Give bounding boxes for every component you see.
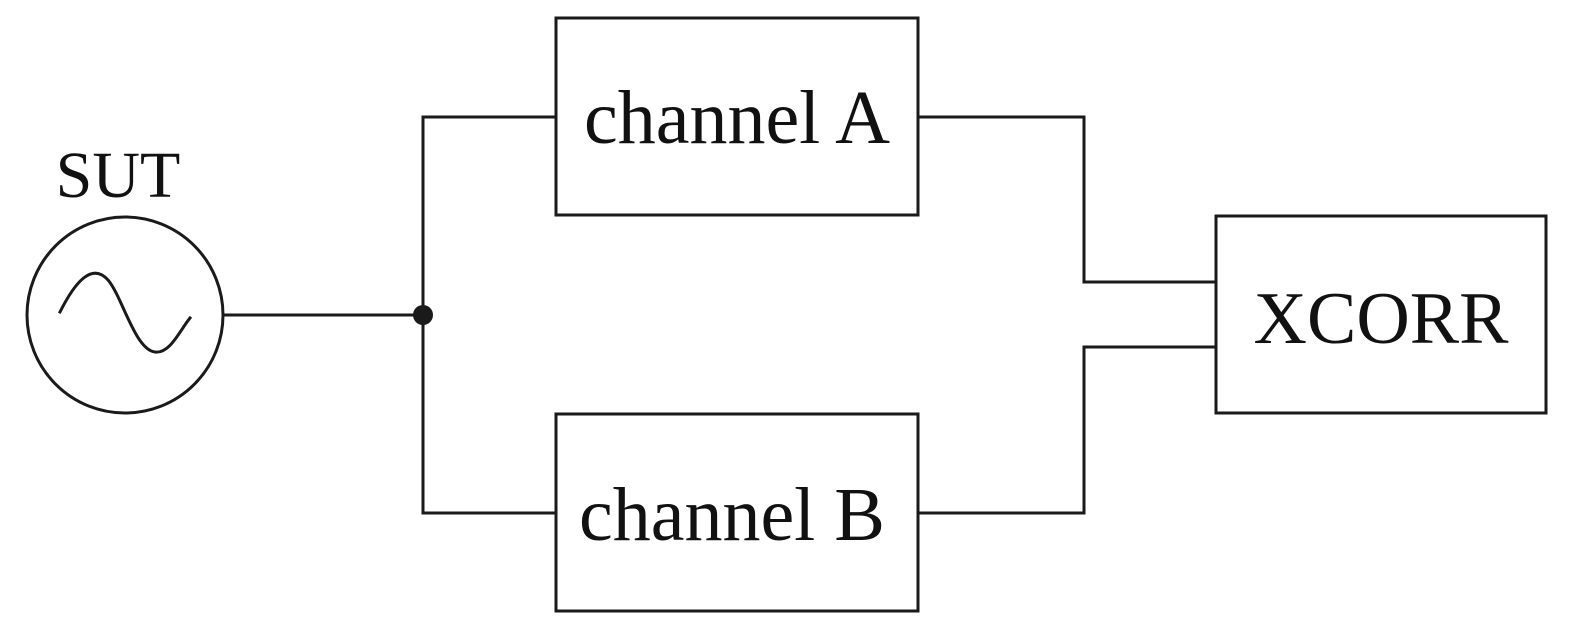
junction-dot xyxy=(413,305,433,325)
xcorr-box xyxy=(1214,214,1548,415)
xcorr-block: XCORR xyxy=(1214,214,1548,415)
connections xyxy=(221,115,1218,515)
channel-b-label: channel B xyxy=(579,473,885,557)
sut-source: SUT xyxy=(25,139,225,415)
channel-a-label: channel A xyxy=(584,76,890,160)
channel-a-block: channel A xyxy=(554,16,920,217)
channel-b-box xyxy=(554,412,920,613)
channel-b-block: channel B xyxy=(554,412,920,613)
wire-channel-b-to-xcorr xyxy=(916,345,1218,515)
wire-channel-a-to-xcorr xyxy=(916,115,1218,284)
sut-label: SUT xyxy=(56,139,181,212)
xcorr-label: XCORR xyxy=(1254,278,1510,360)
sine-wave-icon xyxy=(57,271,193,354)
channel-a-box xyxy=(554,16,920,217)
